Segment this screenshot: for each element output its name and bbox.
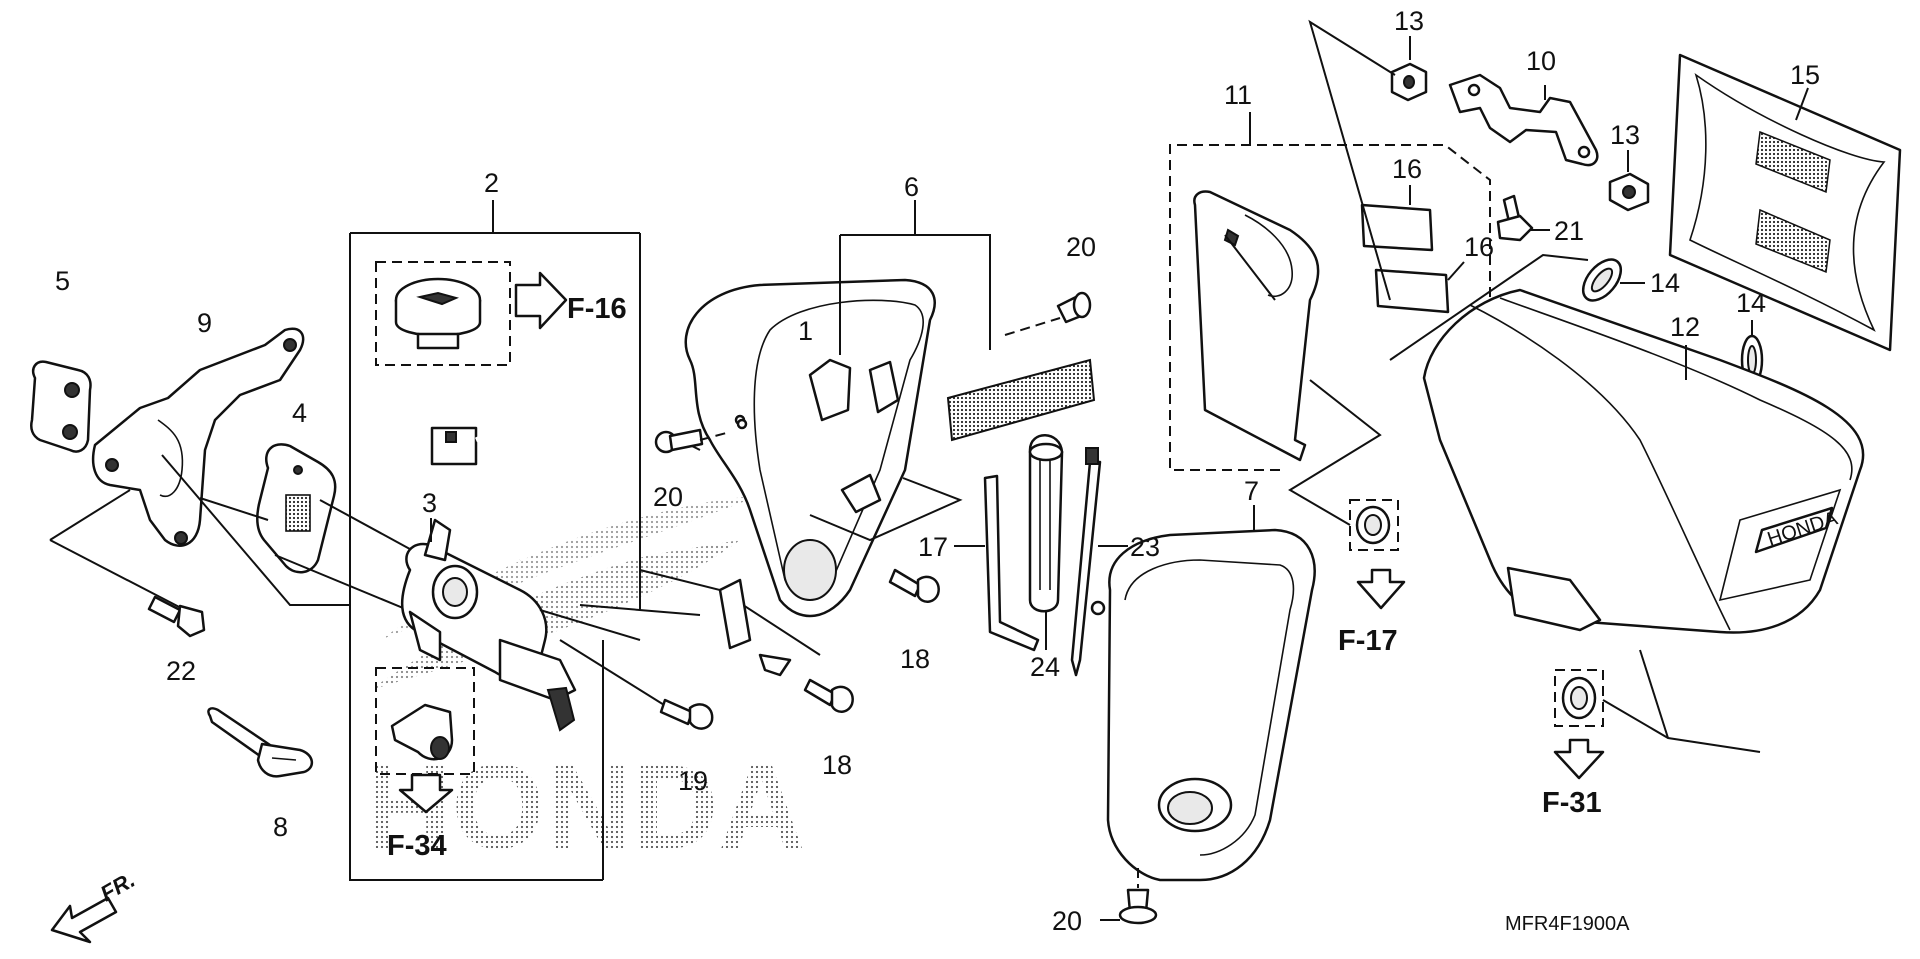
part-13-nut-upper	[1390, 36, 1428, 102]
part-3-ignition-switch	[400, 518, 577, 732]
callout-24: 24	[1030, 652, 1060, 682]
part-22-bolt	[147, 595, 206, 638]
part-12-main-cover: HONDA	[1422, 288, 1865, 739]
f17-grommet-inset	[1288, 379, 1406, 610]
callout-labels: 1 2 3 4 5 6 7 8 9 10 11 12 13 13 14 14 1…	[55, 6, 1820, 936]
callout-17: 17	[918, 532, 948, 562]
callout-3: 3	[422, 488, 437, 518]
front-arrow: FR.	[50, 867, 139, 944]
callout-10: 10	[1526, 46, 1556, 76]
ref-f16[interactable]: F-16	[567, 293, 627, 325]
callout-18-upper: 18	[900, 644, 930, 674]
ignition-assembly-group	[349, 200, 641, 881]
diagram-code: MFR4F1900A	[1505, 913, 1630, 935]
callout-20-upper: 20	[1066, 232, 1096, 262]
part-18-screw-upper	[888, 568, 940, 603]
callout-13-upper: 13	[1394, 6, 1424, 36]
part-19-bolt	[659, 698, 714, 730]
ref-f17[interactable]: F-17	[1338, 625, 1398, 657]
part-f34-lock	[390, 703, 454, 814]
callout-2: 2	[484, 168, 499, 198]
callout-20-left: 20	[653, 482, 683, 512]
part-5-plate	[30, 360, 92, 453]
callout-14-lower: 14	[1736, 288, 1766, 318]
callout-6: 6	[904, 172, 919, 202]
callout-19: 19	[678, 766, 708, 796]
callout-9: 9	[197, 308, 212, 338]
callout-14-upper: 14	[1650, 268, 1680, 298]
part-21-bolt	[1496, 194, 1550, 242]
part-7-side-cover-right	[1090, 505, 1316, 882]
callout-20-bottom: 20	[1052, 906, 1082, 936]
part-17-hex-wrench	[954, 474, 1040, 652]
part-24-handle	[1028, 434, 1064, 650]
callout-15: 15	[1790, 60, 1820, 90]
callout-18-lower: 18	[822, 750, 852, 780]
callout-4: 4	[292, 398, 307, 428]
callout-16-lower: 16	[1464, 232, 1494, 262]
callout-12: 12	[1670, 312, 1700, 342]
part-4-switch-plate	[256, 443, 337, 574]
part-13-nut-right	[1608, 150, 1650, 212]
part-18-screw-lower	[803, 678, 854, 713]
callout-21: 21	[1554, 216, 1584, 246]
callout-7: 7	[1244, 476, 1259, 506]
ref-f31[interactable]: F-31	[1542, 787, 1602, 819]
part-14-grommet-upper	[1389, 253, 1645, 361]
callout-16-upper: 16	[1392, 154, 1422, 184]
f31-grommet-inset	[1553, 669, 1761, 780]
part-10-bracket	[1448, 73, 1599, 167]
callout-13-right: 13	[1610, 120, 1640, 150]
part-15-decal-sheet	[1668, 53, 1902, 352]
callout-1: 1	[798, 316, 813, 346]
part-23-screwdriver	[1070, 447, 1128, 677]
part-20-clip-left	[654, 418, 748, 454]
part-8-key	[207, 707, 313, 778]
part-20-clip-upper	[1056, 291, 1092, 324]
ignition-connector	[430, 353, 607, 562]
callout-5: 5	[55, 266, 70, 296]
part-9-bracket	[91, 327, 305, 547]
callout-23: 23	[1130, 532, 1160, 562]
ignition-cap	[394, 271, 568, 350]
part-11-group	[1169, 112, 1491, 471]
part-6-side-cover-left	[679, 278, 963, 677]
watermark-text: HONDA	[365, 740, 805, 874]
reference-labels: F-16 F-17 F-31 F-34	[387, 293, 1602, 862]
leader-10-group	[1308, 19, 1396, 301]
callout-11: 11	[1224, 80, 1252, 110]
part-1-foam-strip	[946, 317, 1096, 442]
part-20-clip-bottom	[1100, 868, 1158, 925]
callout-22: 22	[166, 656, 196, 686]
callout-8: 8	[273, 812, 288, 842]
part-6-callout-bracket	[839, 200, 991, 355]
ref-f34[interactable]: F-34	[387, 830, 447, 862]
